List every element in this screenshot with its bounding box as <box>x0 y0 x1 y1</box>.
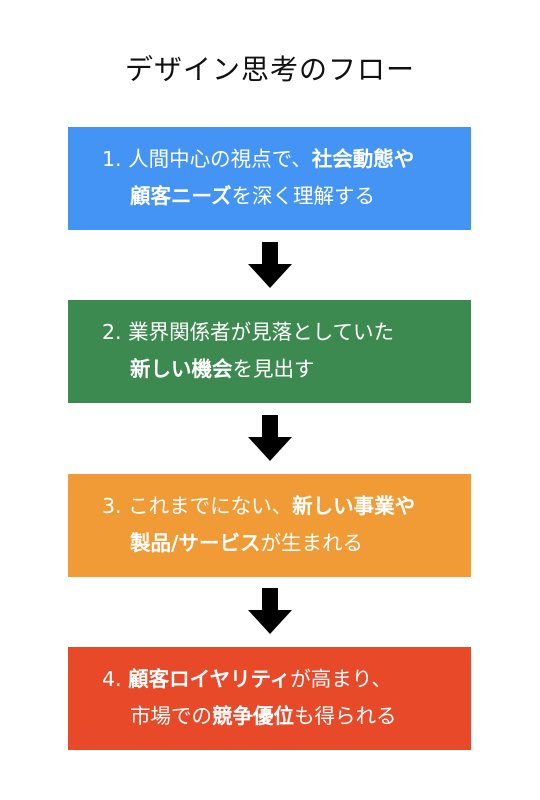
arrow-down-icon <box>248 415 292 461</box>
step-2-highlight: 新しい機会 <box>130 357 233 381</box>
arrow-down-icon <box>248 242 292 288</box>
step-3-highlight: 新しい事業や <box>292 494 416 518</box>
step-1-line-2: 顧客ニーズを深く理解する <box>102 178 463 215</box>
step-3-line-1: 3. これまでにない、新しい事業や <box>102 488 463 525</box>
step-box-3: 3. これまでにない、新しい事業や 製品/サービスが生まれる <box>68 474 471 577</box>
step-3-text: 3. これまでにない、 <box>102 494 293 518</box>
step-1-text: 1. 人間中心の視点で、 <box>102 147 312 171</box>
step-1-line-1: 1. 人間中心の視点で、社会動態や <box>102 141 463 178</box>
step-4-text-2: が高まり、 <box>290 667 392 691</box>
step-2-line-2: 新しい機会を見出す <box>102 351 463 388</box>
step-4-text: 4. <box>102 667 129 691</box>
step-4-text-4: も得られる <box>294 704 397 728</box>
step-4-line-1: 4. 顧客ロイヤリティが高まり、 <box>102 661 463 698</box>
step-4-line-2: 市場での競争優位も得られる <box>102 698 463 735</box>
step-4-text-3: 市場での <box>130 704 212 728</box>
step-1-highlight-2: 顧客ニーズ <box>130 184 232 208</box>
step-1-text-2: を深く理解する <box>231 184 375 208</box>
step-4-highlight: 顧客ロイヤリティ <box>128 667 291 691</box>
step-box-4: 4. 顧客ロイヤリティが高まり、 市場での競争優位も得られる <box>68 647 471 750</box>
step-2-line-1: 2. 業界関係者が見落としていた <box>102 314 463 351</box>
arrow-down-icon <box>248 588 292 634</box>
step-4-highlight-2: 競争優位 <box>212 704 294 728</box>
step-1-highlight: 社会動態や <box>311 147 415 171</box>
step-box-1: 1. 人間中心の視点で、社会動態や 顧客ニーズを深く理解する <box>68 127 471 230</box>
step-2-text-2: を見出す <box>232 357 315 381</box>
step-box-2: 2. 業界関係者が見落としていた 新しい機会を見出す <box>68 300 471 403</box>
step-3-text-2: が生まれる <box>260 531 364 555</box>
step-3-highlight-2: 製品/サービス <box>130 531 261 555</box>
step-3-line-2: 製品/サービスが生まれる <box>102 525 463 562</box>
step-2-text: 2. 業界関係者が見落としていた <box>102 320 394 344</box>
diagram-title: デザイン思考のフロー <box>124 53 415 86</box>
